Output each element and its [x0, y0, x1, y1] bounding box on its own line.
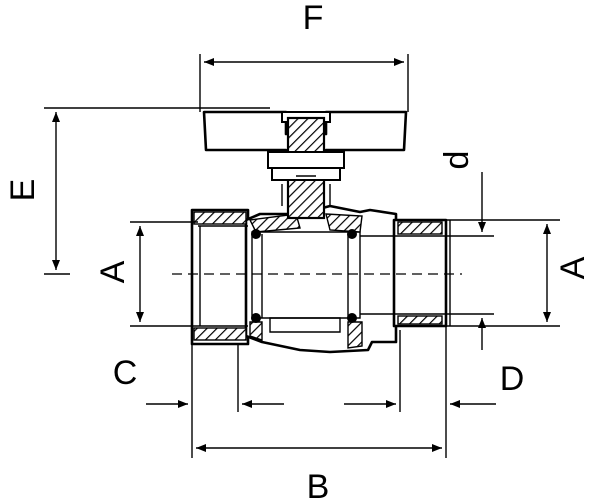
- label-E: E: [4, 179, 42, 202]
- dimension-E: E: [4, 107, 270, 275]
- label-d: d: [438, 151, 476, 170]
- label-C: C: [113, 354, 138, 392]
- label-D: D: [500, 360, 525, 398]
- dimension-A-left: A: [94, 221, 198, 327]
- dimension-D: D: [344, 326, 524, 458]
- valve-stem-handle: [202, 110, 408, 220]
- label-A-right: A: [554, 256, 592, 279]
- label-B: B: [307, 468, 330, 504]
- label-A-left: A: [94, 260, 132, 283]
- dimension-F: F: [199, 0, 409, 112]
- dimension-C: C: [113, 344, 284, 458]
- label-F: F: [303, 0, 324, 37]
- dimension-B: B: [196, 444, 442, 504]
- dimension-d: d: [438, 151, 494, 350]
- dimension-A-right: A: [446, 219, 592, 327]
- valve-body: [190, 204, 451, 354]
